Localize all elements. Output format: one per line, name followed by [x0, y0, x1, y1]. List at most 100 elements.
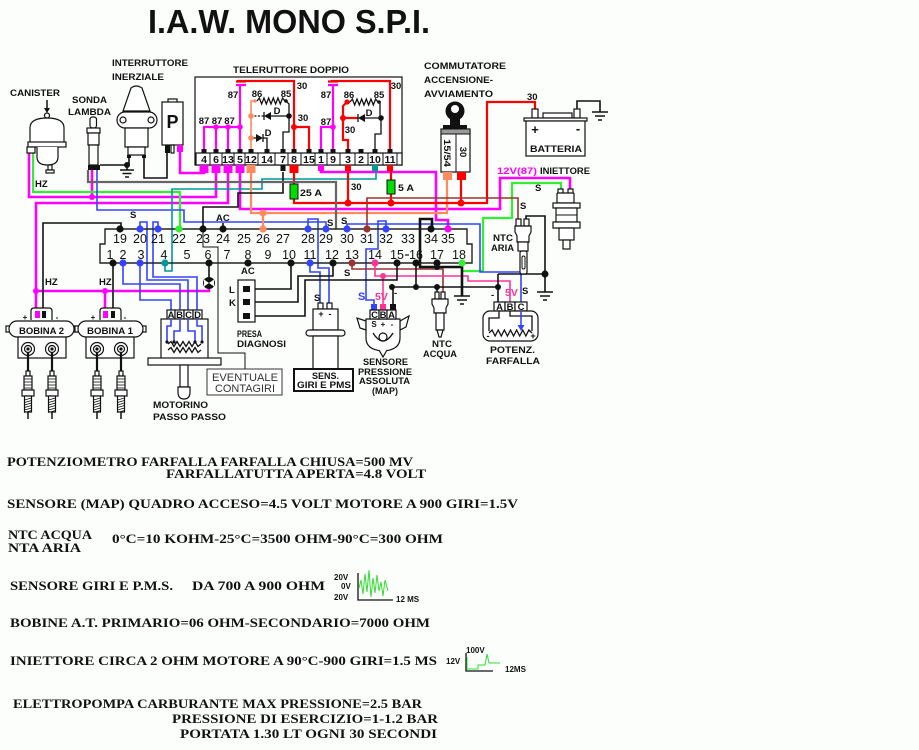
- key-hole: [451, 105, 459, 113]
- junction-dot: [33, 288, 39, 294]
- inertia-switch-body: [124, 127, 149, 148]
- junction-dot: [193, 340, 197, 344]
- fuse-25a-label: 25 A: [300, 188, 322, 199]
- note-fuel-pump-flow: PORTATA 1.30 LT OGNI 30 SECONDI: [180, 727, 437, 741]
- coil-2-label: BOBINA 2: [19, 326, 64, 337]
- map-arc: [372, 332, 394, 342]
- ecu-pin-dot: [306, 259, 314, 267]
- ecu-pin8-label: AC: [241, 266, 255, 277]
- relay-pin-tab: [201, 149, 207, 153]
- ecu-pin-dot: [244, 259, 252, 267]
- diagnostic-socket: L K PRESA DIAGNOSI: [229, 279, 286, 350]
- plug-hex: [90, 389, 104, 397]
- ecu-bottom-pin-label: 2: [120, 248, 127, 262]
- lambda-sensor: SONDA LAMBDA: [68, 95, 111, 170]
- ntc-air-probe: [519, 250, 528, 275]
- relay-pin-tab: [306, 149, 312, 153]
- motor-base-plate: [147, 357, 222, 366]
- wire-lambda-signal: [96, 170, 327, 229]
- ignition-terminal-red: [457, 172, 466, 180]
- canister: CANISTER HZ: [10, 88, 67, 190]
- ecu-pin-dot: [393, 259, 401, 267]
- map-pin-function-s: S: [371, 320, 377, 329]
- plug-terminal: [118, 370, 124, 377]
- ecu-pin-dot: [287, 259, 295, 267]
- relay-pin-tab: [387, 149, 393, 153]
- relay-label: TELERUTTORE DOPPIO: [233, 65, 349, 76]
- junction-dot: [259, 209, 267, 217]
- ecu-bottom-pin-label: 12: [325, 248, 339, 262]
- plug-thread-line: [117, 407, 125, 411]
- canister-outlet: [47, 164, 53, 171]
- relay-pin-tab: [291, 149, 297, 153]
- plug-thread-line: [117, 405, 125, 408]
- motor-pin-a: A: [168, 310, 175, 321]
- plug-thread-line: [93, 410, 101, 413]
- map-label-line2: PRESSIONE: [358, 367, 412, 378]
- battery-plus-sign: +: [531, 122, 539, 137]
- map-terminal: [390, 304, 396, 310]
- canister-band: [27, 141, 67, 148]
- spark-plug-icon: [114, 347, 128, 419]
- injector-waveform: 100V 12V 12MS: [446, 646, 527, 674]
- motor-body: [160, 318, 209, 360]
- diag-pin-k: K: [229, 298, 236, 309]
- lambda-label-line2: LAMBDA: [68, 107, 111, 118]
- plug-hex: [114, 389, 128, 397]
- note-rpm-sensor-label: SENSORE GIRI E P.M.S.: [10, 579, 173, 593]
- map-ground-wire-label: -: [394, 288, 397, 299]
- relay-pin-tab: [330, 149, 336, 153]
- plug-thread-line: [48, 410, 56, 413]
- junction-dot: [330, 124, 336, 130]
- ecu-top-pin-label: 31: [360, 232, 374, 246]
- ht-cable-end: [26, 347, 30, 351]
- ecu-pin-dot: [371, 259, 379, 267]
- wire-ntc-air-ground: [525, 215, 546, 292]
- motor-shaft: [179, 364, 189, 388]
- ecu-pin-dot: [136, 225, 144, 233]
- ntc-air-thread: [517, 241, 529, 252]
- rpm-sensor-minus: -: [329, 309, 332, 319]
- relay-pin-tab: [213, 149, 219, 153]
- diagram-title: I.A.W. MONO S.P.I.: [148, 3, 430, 40]
- ecu-bottom-pin-label: 5: [184, 248, 191, 262]
- wire-inertia-switch-to-pressure-switch: [143, 153, 168, 179]
- rpm-tdc-sensor: S + - SENS. GIRI E PMS: [293, 293, 354, 392]
- waveform-time-label: 12MS: [505, 665, 527, 674]
- ecu-top-pin-label: 32: [379, 232, 393, 246]
- junction-dot: [237, 124, 243, 130]
- relay-pin-label: 9: [330, 154, 336, 166]
- wire-ecu-28-to-rpm-sensor: [307, 218, 330, 303]
- wire-ecu-32-to-map: [365, 220, 387, 305]
- relay-terminal: [223, 165, 233, 173]
- map-pin-b: B: [380, 310, 387, 321]
- relay-pin-label: 3: [345, 154, 351, 166]
- plug-thread-line: [48, 405, 56, 408]
- injector-label: INIETTORE: [540, 166, 590, 177]
- ecu-pin-dot: [427, 225, 435, 233]
- ecu-top-pin-label: 23: [196, 232, 210, 246]
- ecu-pin-dot: [304, 225, 312, 233]
- ecu-bottom-pin-label: 11: [304, 248, 317, 262]
- junction-dot: [378, 115, 384, 121]
- ground-icon: [537, 291, 553, 301]
- ecu-bottom-pin-label: 15: [390, 248, 404, 262]
- canister-wire-label: HZ: [35, 179, 48, 190]
- inertia-switch-terminal: [142, 155, 146, 158]
- fuse-25a: [289, 183, 299, 200]
- relay-left-output-87: 87: [199, 116, 210, 127]
- injector-band: [552, 202, 581, 209]
- plug-thread-line: [48, 407, 56, 411]
- ecu-bottom-pin-label: 4: [161, 248, 168, 262]
- plug-terminal: [94, 370, 100, 377]
- battery-positive-post: [531, 108, 539, 119]
- junction-dot: [340, 115, 346, 121]
- relay-pin-tab: [237, 149, 243, 153]
- rpm-sensor-flange: [305, 329, 346, 337]
- ecu-pin-dot: [322, 225, 330, 233]
- wire-battery-ground: [576, 100, 601, 112]
- lambda-body: [88, 144, 99, 166]
- lambda-tip: [89, 116, 98, 129]
- plug-thread-line: [93, 405, 101, 408]
